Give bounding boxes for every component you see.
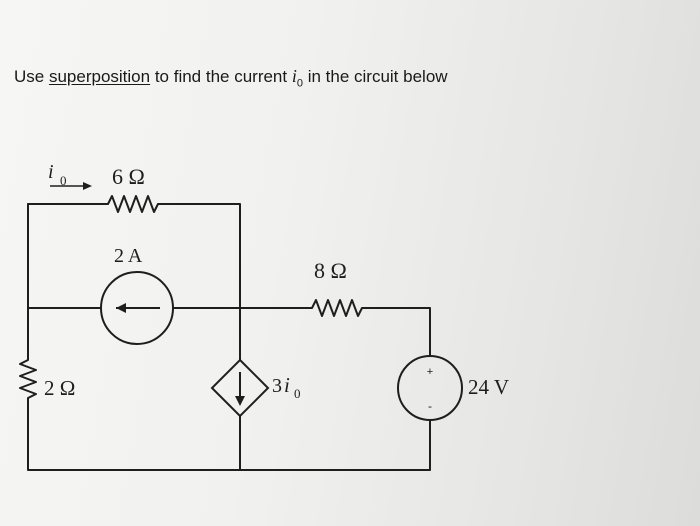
current-direction-arrow xyxy=(50,182,92,190)
question-prefix: Use xyxy=(14,67,49,86)
voltage-source-minus: - xyxy=(428,399,432,413)
question-suffix: in the circuit below xyxy=(302,67,448,86)
question-variable: i xyxy=(291,66,297,86)
voltage-source-plus: + xyxy=(427,366,433,378)
resistor-8-label: 8 Ω xyxy=(314,258,347,283)
current-source-label: 2 A xyxy=(114,245,143,267)
dependent-source-coefficient: 3 xyxy=(272,375,282,397)
question-text: Use superposition to find the current i0… xyxy=(14,66,448,89)
dependent-source-variable: i xyxy=(284,373,290,397)
right-wire xyxy=(239,299,431,357)
resistor-6-label: 6 Ω xyxy=(112,164,145,189)
voltage-source-24v: + - xyxy=(397,355,463,421)
current-source-2a xyxy=(100,271,174,345)
voltage-source-label: 24 V xyxy=(468,375,509,399)
current-label-i: i xyxy=(48,161,54,183)
superposition-link[interactable]: superposition xyxy=(48,67,151,86)
top-wire xyxy=(27,195,241,309)
resistor-2-label: 2 Ω xyxy=(44,376,75,400)
dependent-current-source xyxy=(210,358,270,418)
dependent-source-subscript: 0 xyxy=(294,386,301,401)
current-label-sub: 0 xyxy=(60,173,67,188)
question-middle: to find the current xyxy=(150,67,292,86)
question-variable-subscript: 0 xyxy=(296,77,303,90)
left-wire xyxy=(19,203,431,471)
